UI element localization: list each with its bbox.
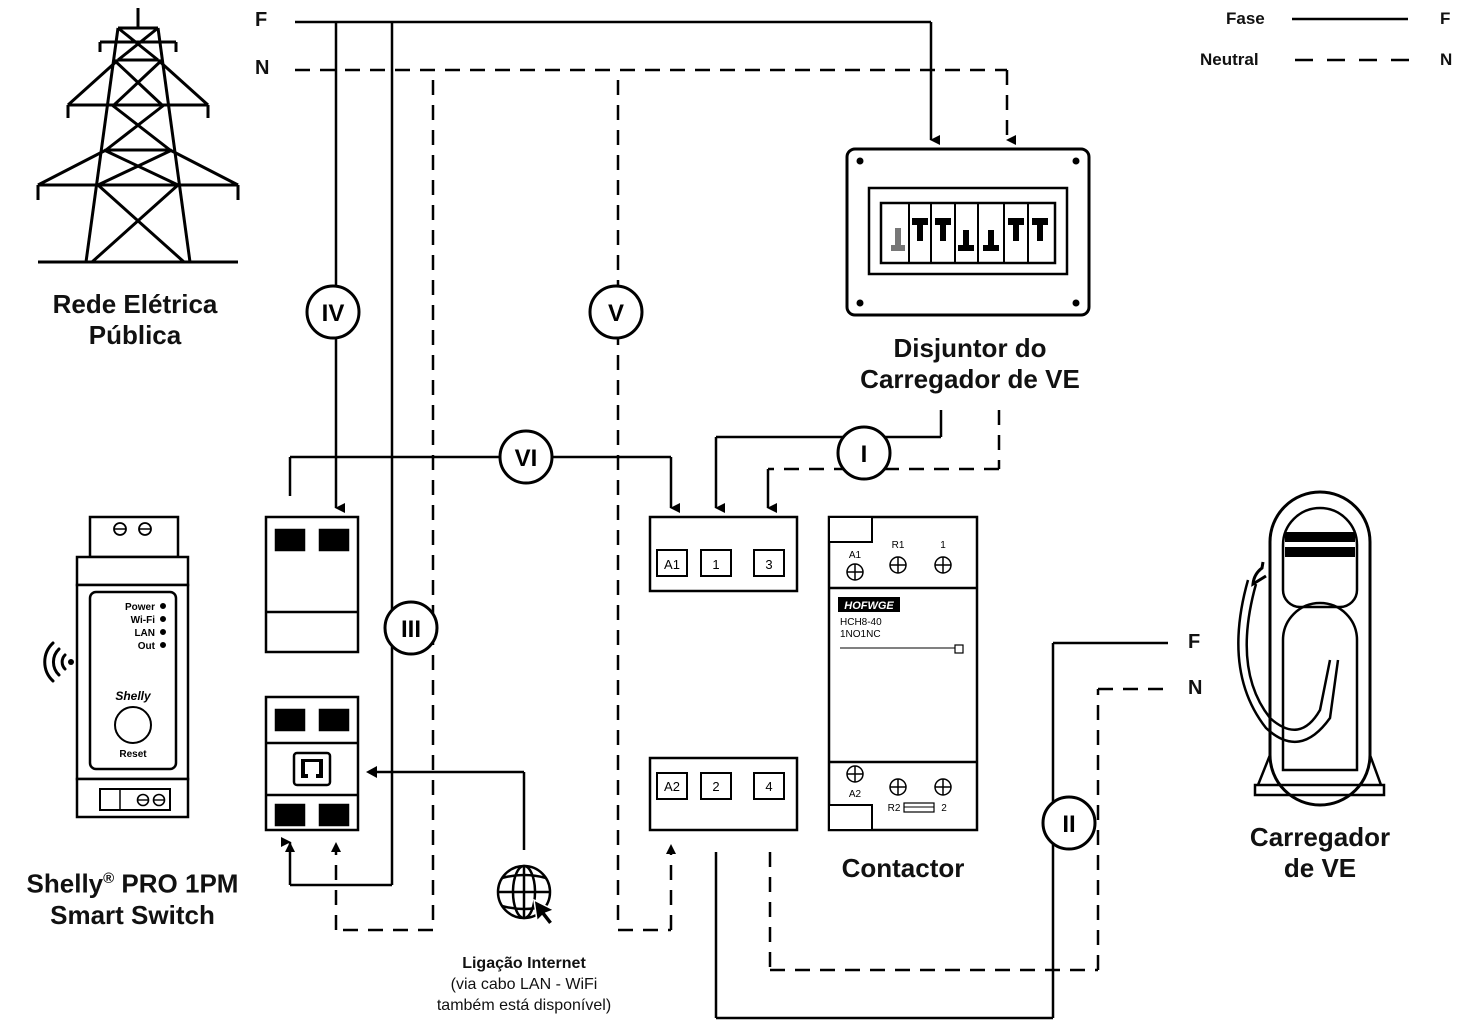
contactor-label-2: 2 (941, 803, 947, 814)
legend-phase-label: Fase (1226, 9, 1265, 28)
marker-iv: IV (322, 300, 345, 327)
shelly-caption: Shelly® PRO 1PM Smart Switch (0, 863, 265, 931)
grid-caption-line2: Pública (88, 320, 182, 350)
shelly-indicator-lan: LAN (134, 628, 155, 639)
shelly-logo: Shelly (115, 689, 152, 703)
contactor-brand: HOFWGE (844, 600, 894, 612)
grid-caption-line1: Rede Elétrica (52, 289, 218, 319)
top-phase-label: F (255, 9, 268, 31)
contactor-block-a1: A1 (664, 557, 680, 572)
contactor-label-r2: R2 (888, 803, 901, 814)
contactor-device-icon (827, 515, 979, 832)
grid-caption: Rede Elétrica Pública (20, 289, 250, 351)
internet-caption-title: Ligação Internet (462, 955, 586, 972)
shelly-indicator-out: Out (138, 641, 156, 652)
contactor-block-a2: A2 (664, 779, 680, 794)
ev-charger-icon (1237, 490, 1386, 807)
contactor-caption: Contactor (841, 853, 965, 883)
shelly-indicator-wifi: Wi-Fi (131, 615, 156, 626)
shelly-indicator-power: Power (125, 602, 155, 613)
contactor-bottom-terminals (648, 756, 799, 832)
top-neutral-wire (295, 68, 1016, 932)
circuit-markers (305, 284, 1097, 851)
contactor-label-a1: A1 (849, 550, 862, 561)
contactor-label-1: 1 (940, 540, 946, 551)
contactor-block-2: 2 (712, 779, 719, 794)
breaker-caption: Disjuntor do Carregador de VE (820, 333, 1120, 395)
shelly-terminal-block (264, 515, 360, 832)
lan-port-icon (292, 751, 332, 787)
breaker-caption-line1: Disjuntor do (893, 333, 1047, 363)
wifi-signal-icon (43, 641, 74, 683)
internet-caption: Ligação Internet (via cabo LAN - WiFi ta… (404, 953, 644, 1016)
lan-cable-wire (372, 770, 526, 850)
legend-neutral-label: Neutral (1200, 50, 1259, 69)
shelly-caption-line2: Smart Switch (50, 899, 215, 930)
shelly-device-icon (75, 515, 190, 819)
charger-caption-line1: Carregador (1249, 822, 1391, 852)
contactor-block-1: 1 (712, 557, 719, 572)
contactor-label-a2: A2 (849, 789, 862, 800)
top-neutral-label: N (255, 57, 270, 79)
contactor-screws (846, 556, 952, 796)
charger-neutral-label: N (1188, 677, 1203, 699)
breaker-caption-line2: Carregador de VE (860, 364, 1080, 394)
top-phase-wire (281, 20, 940, 887)
globe-cursor-icon (496, 864, 556, 927)
marker-i: I (861, 441, 868, 468)
contactor-block-3: 3 (765, 557, 772, 572)
shelly-caption-line1: Shelly® PRO 1PM (26, 868, 239, 899)
contactor-block-4: 4 (765, 779, 772, 794)
contactor-top-terminals (648, 515, 799, 593)
charger-caption: Carregador de VE (1210, 822, 1430, 884)
charger-caption-line2: de VE (1283, 853, 1357, 883)
shelly-reset-label: Reset (119, 749, 147, 760)
charger-phase-label: F (1188, 631, 1201, 653)
contactor-model: HCH8-40 (840, 617, 882, 628)
contactor-label-r1: R1 (892, 540, 905, 551)
marker-iii: III (401, 616, 421, 643)
legend-neutral-code: N (1440, 50, 1453, 69)
internet-caption-line2: (via cabo LAN - WiFi (450, 976, 598, 993)
marker-vi: VI (515, 445, 538, 472)
legend-phase-code: F (1440, 9, 1451, 28)
breaker-panel-icon (845, 147, 1091, 317)
internet-caption-line3: também está disponível) (436, 997, 612, 1014)
contactor-brand-badge (838, 597, 900, 612)
contactor-config: 1NO1NC (840, 629, 881, 640)
breaker-to-contactor-wire (714, 410, 943, 513)
marker-v: V (608, 300, 624, 327)
power-tower-icon (36, 8, 240, 264)
marker-ii: II (1062, 811, 1075, 838)
control-wire-vi (288, 455, 680, 513)
